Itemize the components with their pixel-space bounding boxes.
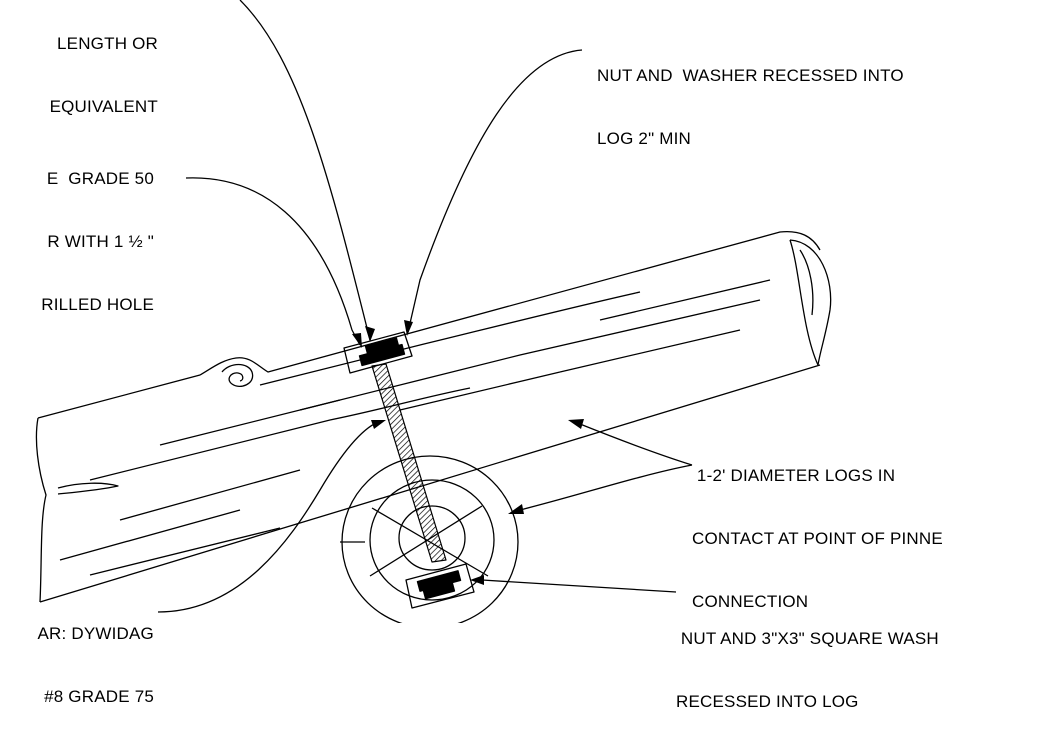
label-line: E GRADE 50 [46, 169, 154, 188]
log-connection-drawing [35, 0, 832, 623]
upper-log-side-view [35, 230, 832, 603]
leader-lines [157, 0, 693, 613]
label-line: RILLED HOLE [41, 295, 154, 314]
label-line: LOG 2" MIN [597, 129, 691, 148]
label-line: R WITH 1 ½ " [47, 232, 154, 251]
label-line: #8 GRADE 75 [44, 687, 154, 706]
label-dywidag-bar: AR: DYWIDAG #8 GRADE 75 [0, 581, 154, 728]
label-line: LENGTH OR [57, 34, 158, 53]
label-line: CONNECTION [692, 592, 809, 611]
label-line: NUT AND WASHER RECESSED INTO [597, 66, 904, 85]
label-line: RECESSED INTO LOG [676, 692, 859, 711]
label-line: EQUIVALENT [49, 97, 158, 116]
label-nut-square-washer: NUT AND 3"X3" SQUARE WASH RECESSED INTO … [676, 586, 939, 733]
label-grade-50: E GRADE 50 R WITH 1 ½ " RILLED HOLE [20, 126, 154, 336]
label-line: CONTACT AT POINT OF PINNE [692, 529, 943, 548]
top-nut-washer [343, 331, 413, 374]
label-line: NUT AND 3"X3" SQUARE WASH [676, 629, 939, 648]
label-length-or-equivalent: LENGTH OR EQUIVALENT [34, 0, 158, 138]
label-line: AR: DYWIDAG [37, 624, 154, 643]
bottom-nut-washer [405, 563, 475, 609]
label-diameter-logs: 1-2' DIAMETER LOGS IN CONTACT AT POINT O… [692, 423, 943, 633]
label-nut-washer-top: NUT AND WASHER RECESSED INTO LOG 2" MIN [597, 23, 904, 170]
threaded-bar [371, 363, 447, 563]
label-line: 1-2' DIAMETER LOGS IN [692, 466, 896, 485]
